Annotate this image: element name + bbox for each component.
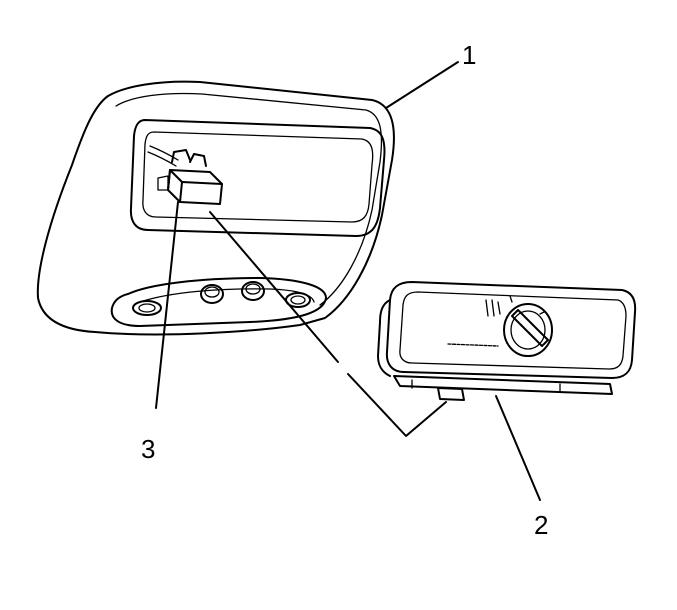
leader-line-2 (495, 395, 541, 501)
wiring-harness-connector (147, 145, 223, 205)
control-module (377, 281, 637, 401)
leader-line-3 (155, 201, 179, 409)
callout-3: 3 (141, 434, 155, 464)
alignment-line (209, 211, 339, 363)
leader-lines (155, 61, 541, 501)
callout-1: 1 (462, 40, 476, 70)
callout-2: 2 (534, 510, 548, 540)
leader-line-1 (385, 61, 459, 109)
console-housing (36, 80, 395, 336)
